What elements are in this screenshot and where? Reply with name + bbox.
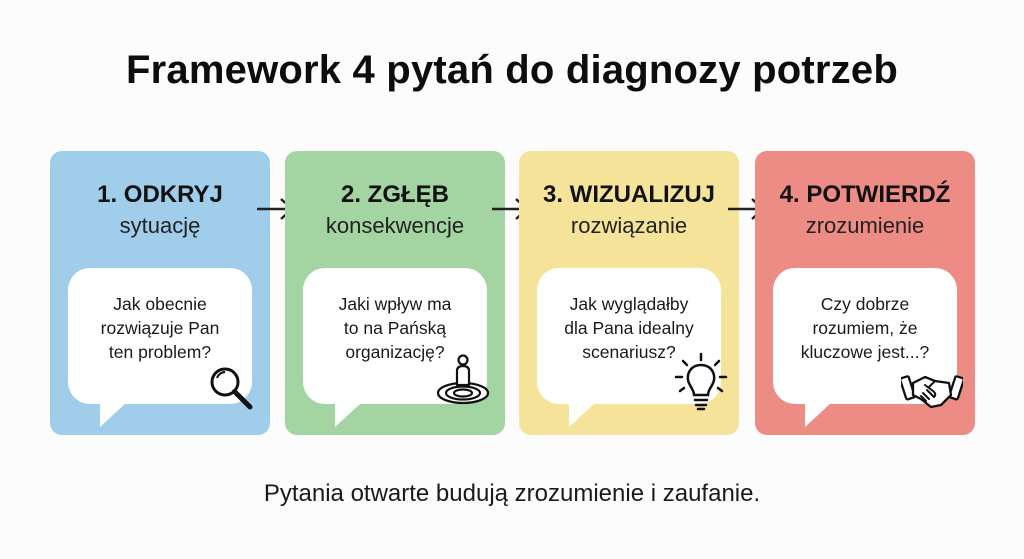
question-line: rozwiązuje Pan — [100, 318, 220, 338]
question-line: to na Pańską — [343, 318, 447, 338]
step-title: 1. ODKRYJ — [97, 181, 223, 208]
question-line: scenariusz? — [582, 342, 676, 362]
question-line: ten problem? — [108, 342, 212, 362]
step-card-2: 2. ZGŁĘB konsekwencje Jaki wpływ ma to n… — [285, 151, 505, 435]
speech-bubble-tail — [569, 403, 595, 427]
speech-bubble-tail — [335, 403, 361, 427]
step-subtitle: sytuację — [119, 213, 201, 238]
question-line: rozumiem, że — [812, 318, 918, 338]
question-text: Czy dobrze rozumiem, że kluczowe jest...… — [773, 292, 957, 364]
question-line: kluczowe jest...? — [800, 342, 930, 362]
step-title: 4. POTWIERDŹ — [779, 181, 951, 208]
question-line: dla Pana idealny — [564, 318, 694, 338]
footer-caption: Pytania otwarte budują zrozumienie i zau… — [263, 480, 761, 507]
person-target-icon — [436, 354, 490, 405]
step-subtitle: konsekwencje — [325, 213, 465, 238]
magnifying-glass-icon — [210, 367, 253, 410]
speech-bubble-tail — [805, 403, 831, 427]
step-title: 2. ZGŁĘB — [340, 181, 449, 208]
step-title: 3. WIZUALIZUJ — [543, 181, 715, 208]
speech-bubble-tail — [100, 403, 126, 427]
question-line: organizację? — [345, 342, 445, 362]
diagram-title: Framework 4 pytań do diagnozy potrzeb — [126, 48, 898, 92]
step-subtitle: rozwiązanie — [570, 213, 688, 238]
step-card-1: 1. ODKRYJ sytuację Jak obecnie rozwiązuj… — [50, 151, 270, 435]
question-line: Jaki wpływ ma — [338, 294, 452, 314]
handshake-icon — [901, 375, 963, 409]
step-card-4: 4. POTWIERDŹ zrozumienie Czy dobrze rozu… — [755, 151, 975, 435]
question-text: Jaki wpływ ma to na Pańską organizację? — [303, 292, 487, 364]
question-line: Czy dobrze — [820, 294, 910, 314]
lightbulb-icon — [674, 352, 728, 411]
question-text: Jak wyglądałby dla Pana idealny scenariu… — [537, 292, 721, 364]
speech-bubble: Jak obecnie rozwiązuje Pan ten problem? — [68, 268, 252, 427]
question-text: Jak obecnie rozwiązuje Pan ten problem? — [68, 292, 252, 364]
step-subtitle: zrozumienie — [805, 213, 925, 238]
question-line: Jak obecnie — [113, 294, 207, 314]
question-line: Jak wyglądałby — [569, 294, 689, 314]
step-card-3: 3. WIZUALIZUJ rozwiązanie Jak wyglądałby… — [519, 151, 739, 435]
